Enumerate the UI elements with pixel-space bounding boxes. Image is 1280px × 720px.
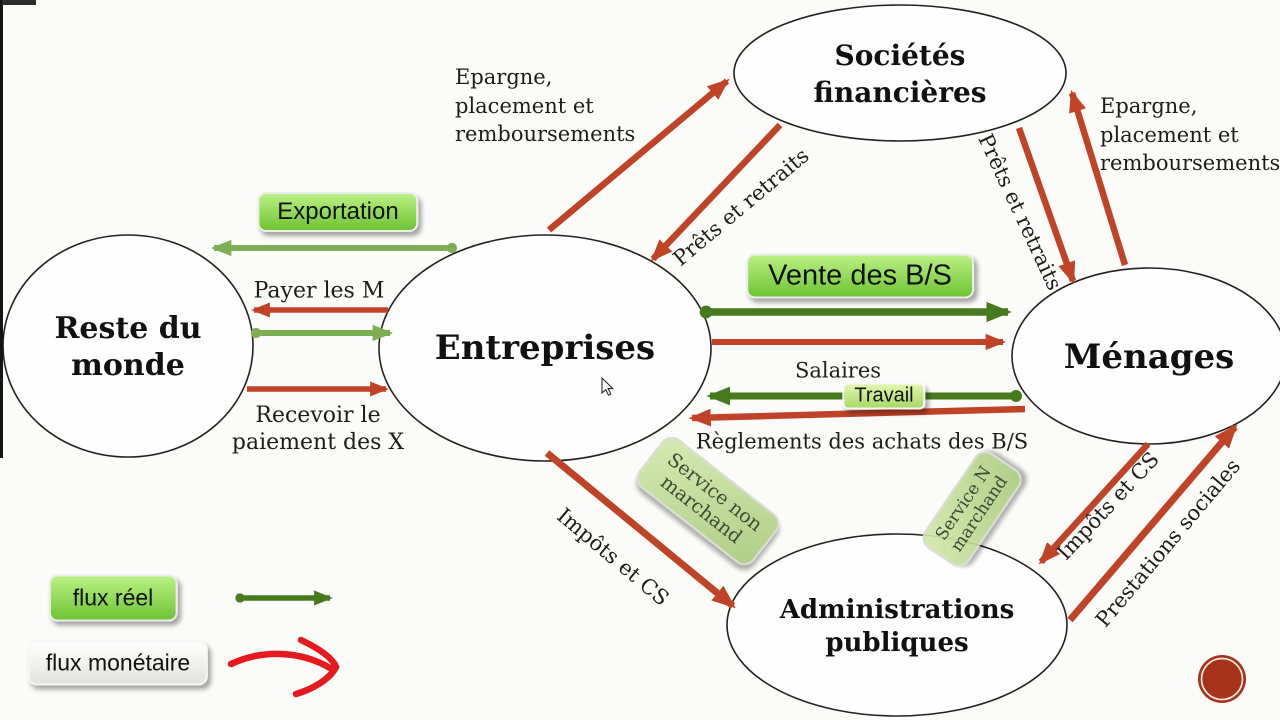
arrow-prets-sf-menages bbox=[1015, 126, 1077, 285]
recevoir-line1: Recevoir le bbox=[255, 403, 381, 428]
record-indicator bbox=[1198, 655, 1246, 703]
legend-flux-monetaire-badge: flux monétaire bbox=[27, 640, 209, 686]
epargne-right-line1: Epargne, bbox=[1100, 94, 1198, 118]
label-salaires: Salaires bbox=[794, 358, 882, 383]
societes-line2: financières bbox=[813, 76, 987, 109]
arrow-epargne-menages-sf bbox=[1068, 89, 1129, 266]
administrations-line1: Administrations bbox=[779, 595, 1015, 625]
node-societes-financieres-ellipse bbox=[733, 4, 1067, 142]
epargne-right-line3: remboursements bbox=[1100, 151, 1280, 175]
arrow-prets-sf-entreprises bbox=[650, 122, 783, 262]
node-administrations-label: Administrations publiques bbox=[780, 594, 1014, 660]
reste-du-monde-line2: monde bbox=[71, 348, 185, 383]
arrow-prestations-sociales bbox=[1067, 424, 1238, 623]
badge-vente-bs: Vente des B/S bbox=[746, 253, 974, 299]
node-societes-financieres-label: Sociétés financières bbox=[813, 37, 986, 111]
left-edge-line bbox=[0, 0, 3, 458]
node-administrations-ellipse bbox=[726, 533, 1068, 717]
label-recevoir-paiement: Recevoir le paiement des X bbox=[232, 402, 404, 456]
administrations-line2: publiques bbox=[825, 628, 969, 658]
badge-exportation: Exportation bbox=[257, 192, 419, 232]
societes-line1: Sociétés bbox=[834, 39, 966, 72]
top-left-smudge bbox=[2, 0, 36, 5]
node-menages-label: Ménages bbox=[1063, 337, 1235, 377]
node-reste-du-monde-label: Reste du monde bbox=[54, 310, 201, 384]
mouse-cursor bbox=[601, 376, 615, 396]
label-payer-les-m: Payer les M bbox=[253, 278, 385, 304]
arrow-impots-entreprises bbox=[544, 450, 736, 609]
label-epargne-entreprises-sf: Epargne, placement et remboursements bbox=[455, 63, 635, 149]
legend-flux-monetaire-arrow bbox=[227, 636, 340, 698]
arrow-epargne-entreprises-sf bbox=[546, 78, 730, 233]
node-reste-du-monde-ellipse bbox=[2, 234, 254, 458]
arrow-impots-menages bbox=[1038, 441, 1151, 565]
epargne-left-line1: Epargne, bbox=[455, 65, 553, 89]
epargne-right-line2: placement et bbox=[1100, 122, 1239, 147]
epargne-left-line3: remboursements bbox=[455, 122, 636, 146]
label-epargne-menages-sf: Epargne, placement et remboursements bbox=[1100, 92, 1280, 178]
node-menages-ellipse bbox=[1011, 267, 1280, 445]
epargne-left-line2: placement et bbox=[455, 93, 594, 118]
legend-flux-reel-badge: flux réel bbox=[48, 574, 178, 622]
badge-travail: Travail bbox=[842, 382, 926, 410]
label-reglements-achats: Règlements des achats des B/S bbox=[695, 429, 1029, 454]
arrow-reglements-achats bbox=[688, 405, 1026, 427]
node-entreprises-label: Entreprises bbox=[434, 328, 656, 368]
node-entreprises-ellipse bbox=[378, 234, 712, 462]
recevoir-line2: paiement des X bbox=[231, 430, 405, 455]
reste-du-monde-line1: Reste du bbox=[54, 311, 202, 346]
